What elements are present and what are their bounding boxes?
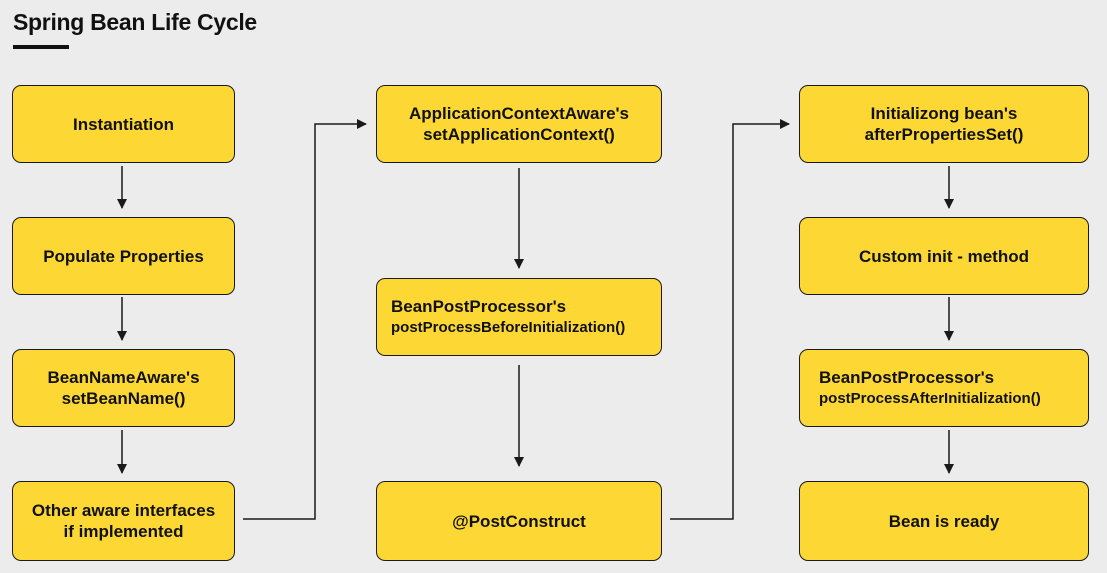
node-label-line1: BeanNameAware's <box>47 368 200 387</box>
node-label: Custom init - method <box>859 246 1029 266</box>
node-label-line2: postProcessBeforeInitialization() <box>391 319 626 336</box>
node-label-line2: setBeanName() <box>61 389 186 408</box>
node-other-aware-interfaces: Other aware interfaces if implemented <box>12 481 235 561</box>
page-title: Spring Bean Life Cycle <box>13 9 257 35</box>
node-post-process-before-init: BeanPostProcessor's postProcessBeforeIni… <box>376 278 662 356</box>
node-label: @PostConstruct <box>452 511 586 531</box>
node-label-line2: postProcessAfterInitialization() <box>819 390 1041 407</box>
node-label-line2: setApplicationContext() <box>423 125 615 144</box>
node-label-line1: BeanPostProcessor's <box>391 297 567 316</box>
node-label-line2: afterPropertiesSet() <box>864 125 1024 144</box>
node-label: Populate Properties <box>43 246 204 266</box>
node-custom-init-method: Custom init - method <box>799 217 1089 295</box>
arrow-postconstruct-to-afterpropertiesset <box>670 119 790 520</box>
node-label-line2: if implemented <box>63 522 184 541</box>
node-application-context-aware: ApplicationContextAware's setApplication… <box>376 85 662 163</box>
node-label-line1: BeanPostProcessor's <box>819 368 995 387</box>
node-label-line1: Other aware interfaces <box>31 501 216 520</box>
node-bean-is-ready: Bean is ready <box>799 481 1089 561</box>
node-post-construct: @PostConstruct <box>376 481 662 561</box>
node-bean-name-aware: BeanNameAware's setBeanName() <box>12 349 235 427</box>
node-label-line1: ApplicationContextAware's <box>408 104 630 123</box>
node-after-properties-set: Initializong bean's afterPropertiesSet() <box>799 85 1089 163</box>
node-label: Instantiation <box>72 114 175 134</box>
node-label: Bean is ready <box>888 511 1000 531</box>
node-label-line1: Initializong bean's <box>870 104 1018 123</box>
arrow-otheraware-to-appcontextaware <box>243 119 367 520</box>
node-instantiation: Instantiation <box>12 85 235 163</box>
node-post-process-after-init: BeanPostProcessor's postProcessAfterInit… <box>799 349 1089 427</box>
node-populate-properties: Populate Properties <box>12 217 235 295</box>
title-underline <box>13 45 69 49</box>
